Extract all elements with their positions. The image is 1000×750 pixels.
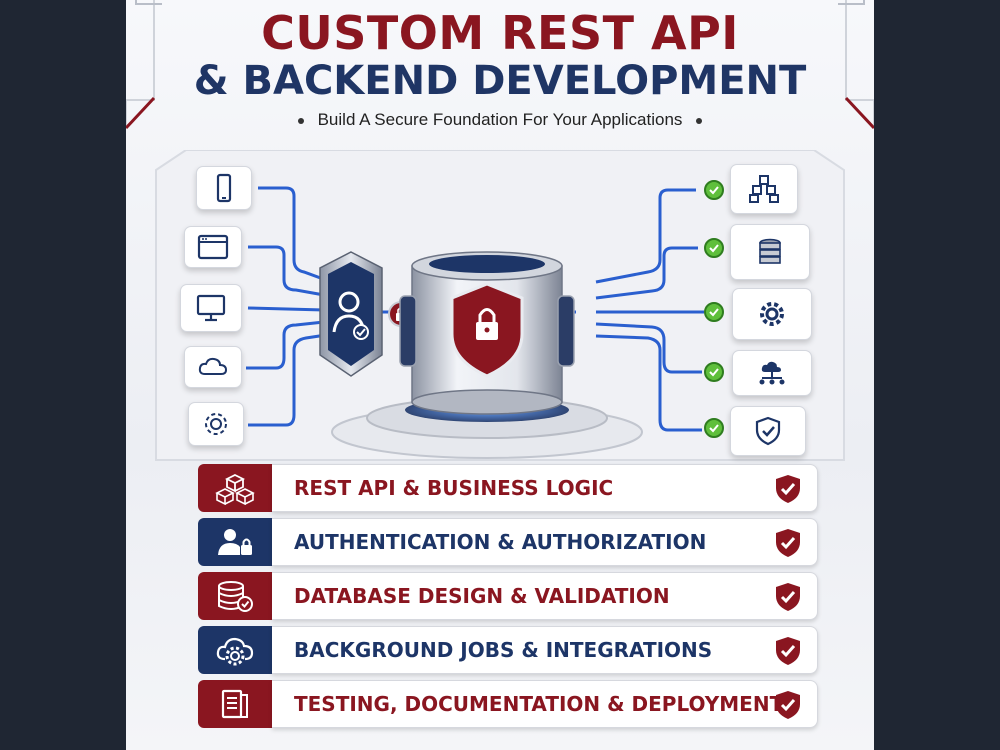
list-item: TESTING, DOCUMENTATION & DEPLOYMENT <box>198 680 818 728</box>
list-item: DATABASE DESIGN & VALIDATION <box>198 572 818 620</box>
list-item: REST API & BUSINESS LOGIC <box>198 464 818 512</box>
network-icon <box>732 350 812 396</box>
browser-window-icon <box>184 226 242 268</box>
shield-check-icon <box>776 475 800 503</box>
feature-label: DATABASE DESIGN & VALIDATION <box>294 584 670 608</box>
feature-label: TESTING, DOCUMENTATION & DEPLOYMENT <box>294 692 784 716</box>
check-icon <box>704 238 724 258</box>
desktop-monitor-icon <box>180 284 242 332</box>
gear-icon <box>188 402 244 446</box>
architecture-diagram <box>126 150 874 470</box>
check-icon <box>704 302 724 322</box>
shield-check-icon <box>730 406 806 456</box>
feature-label: AUTHENTICATION & AUTHORIZATION <box>294 530 707 554</box>
page-title: CUSTOM REST API <box>261 6 739 60</box>
user-lock-icon <box>198 518 272 566</box>
document-icon <box>198 680 272 728</box>
shield-check-icon <box>776 637 800 665</box>
shield-check-icon <box>776 583 800 611</box>
poster: CUSTOM REST API & BACKEND DEVELOPMENT Bu… <box>126 0 874 750</box>
gateway-shield-icon <box>319 251 383 377</box>
check-icon <box>704 180 724 200</box>
header-frame <box>126 0 874 130</box>
feature-label: REST API & BUSINESS LOGIC <box>294 476 614 500</box>
page-title-line2: & BACKEND DEVELOPMENT <box>193 58 807 104</box>
backend-server-icon <box>331 251 643 459</box>
shield-check-icon <box>776 691 800 719</box>
bullet-icon <box>696 117 703 124</box>
list-item: AUTHENTICATION & AUTHORIZATION <box>198 518 818 566</box>
bullet-icon <box>297 117 304 124</box>
cubes-icon <box>198 464 272 512</box>
database-icon <box>730 224 810 280</box>
shield-check-icon <box>776 529 800 557</box>
cloud-icon <box>184 346 242 388</box>
gear-icon <box>732 288 812 340</box>
check-icon <box>704 362 724 382</box>
feature-label: BACKGROUND JOBS & INTEGRATIONS <box>294 638 713 662</box>
subtitle-text: Build A Secure Foundation For Your Appli… <box>317 110 683 129</box>
smartphone-icon <box>196 166 252 210</box>
subtitle: Build A Secure Foundation For Your Appli… <box>126 110 874 130</box>
database-check-icon <box>198 572 272 620</box>
cubes-icon <box>730 164 798 214</box>
list-item: BACKGROUND JOBS & INTEGRATIONS <box>198 626 818 674</box>
check-icon <box>704 418 724 438</box>
cloud-gear-icon <box>198 626 272 674</box>
feature-list: REST API & BUSINESS LOGIC AUTHENTICATION… <box>198 464 818 734</box>
